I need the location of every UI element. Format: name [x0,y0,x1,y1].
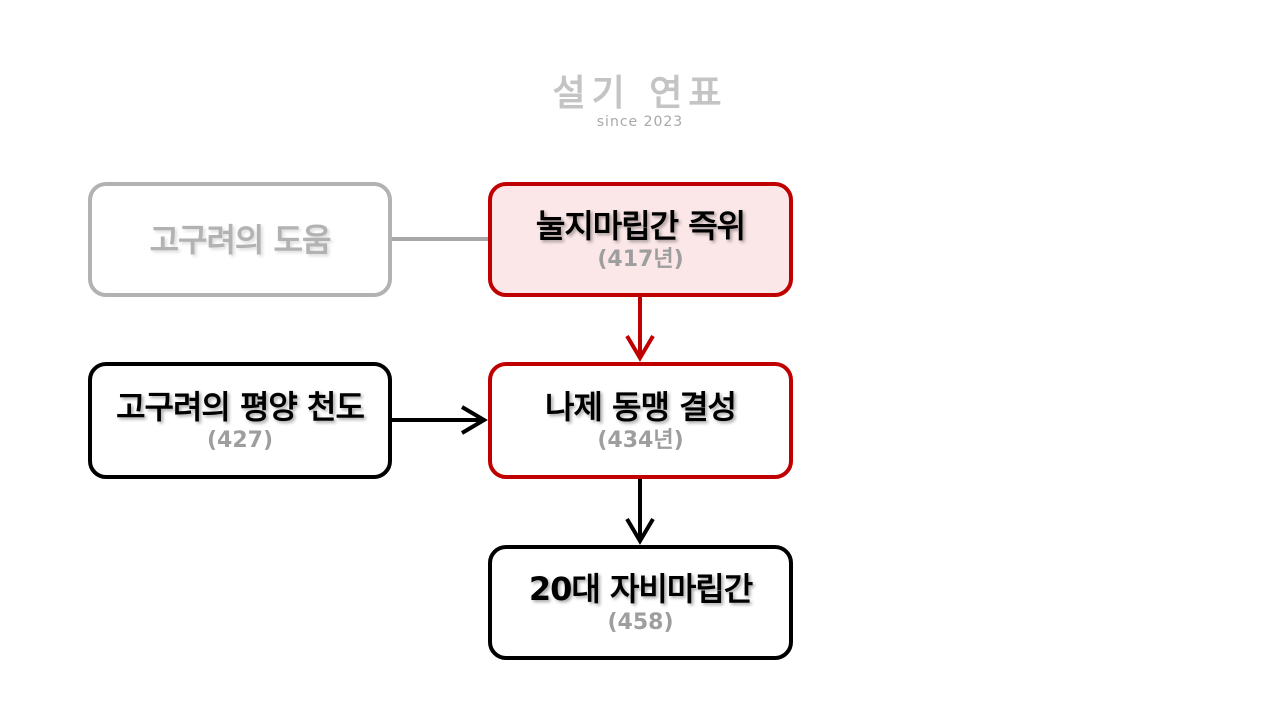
logo: 설기 연표 since 2023 [530,73,750,131]
node-label: 나제 동맹 결성 [545,387,737,426]
node-goguryeo-help: 고구려의 도움 [88,182,392,297]
node-naje-alliance: 나제 동맹 결성 (434년) [488,362,793,479]
node-jabi: 20대 자비마립간 (458) [488,545,793,660]
arrow-pyongyang-to-naje [391,405,488,435]
logo-title: 설기 연표 [552,73,728,114]
node-label: 고구려의 도움 [149,220,332,259]
node-label: 고구려의 평양 천도 [116,387,365,426]
node-label: 눌지마립간 즉위 [535,206,746,245]
arrow-naje-to-jabi [625,478,655,545]
node-pyongyang-move: 고구려의 평양 천도 (427) [88,362,392,479]
node-year: (434년) [597,427,684,453]
arrow-nulji-to-naje [625,296,655,362]
logo-subtitle: since 2023 [596,114,684,130]
node-year: (417년) [597,246,684,272]
node-year: (427) [206,427,274,453]
node-nulji-accession: 눌지마립간 즉위 (417년) [488,182,793,297]
node-year: (458) [607,609,674,635]
node-label: 20대 자비마립간 [528,569,753,608]
